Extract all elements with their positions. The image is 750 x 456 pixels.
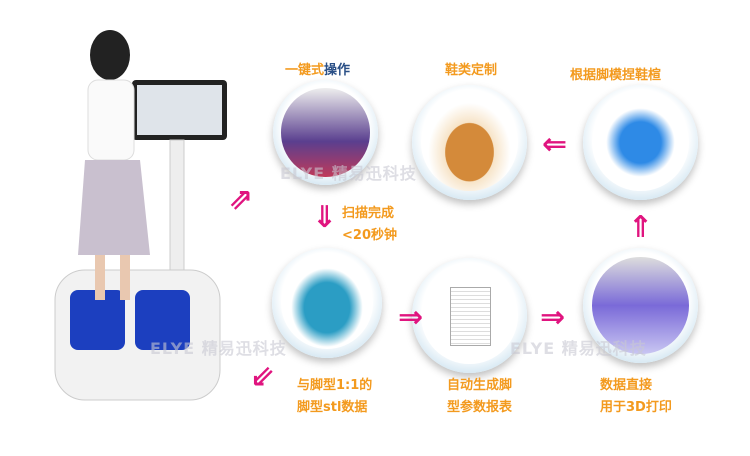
label-scan: 扫描完成<20秒钟 — [342, 206, 397, 243]
3d-printer-image — [583, 248, 698, 363]
label-one-click: 一键式操作 — [285, 63, 351, 78]
scanner-kiosk-illustration — [40, 30, 230, 430]
label-custom-shoes: 鞋类定制 — [445, 63, 498, 78]
watermark: ELYE 精易迅科技 — [510, 339, 647, 358]
arrow-right-icon: ⇒ — [540, 300, 566, 335]
one-click-operation-image — [273, 80, 378, 185]
shoe-last-image — [583, 85, 698, 200]
label-stl: 与脚型1:1的脚型stl数据 — [297, 378, 373, 415]
arrow-up-right-icon: ⇗ — [228, 182, 254, 217]
arrow-down-icon: ⇓ — [312, 200, 338, 235]
arrow-left-icon: ⇐ — [542, 127, 568, 162]
foot-report-image — [412, 258, 527, 373]
arrow-down-left-icon: ⇙ — [250, 359, 276, 394]
arrow-right-icon: ⇒ — [398, 300, 424, 335]
label-report: 自动生成脚型参数报表 — [447, 378, 513, 415]
label-3d-print: 数据直接用于3D打印 — [600, 378, 672, 415]
custom-shoe-image — [412, 85, 527, 200]
watermark: ELYE 精易迅科技 — [150, 339, 287, 358]
foot-model-image — [272, 248, 382, 358]
arrow-up-icon: ⇑ — [628, 210, 654, 245]
label-shoe-last: 根据脚模捏鞋楦 — [570, 68, 662, 83]
watermark: ELYE 精易迅科技 — [280, 164, 417, 183]
